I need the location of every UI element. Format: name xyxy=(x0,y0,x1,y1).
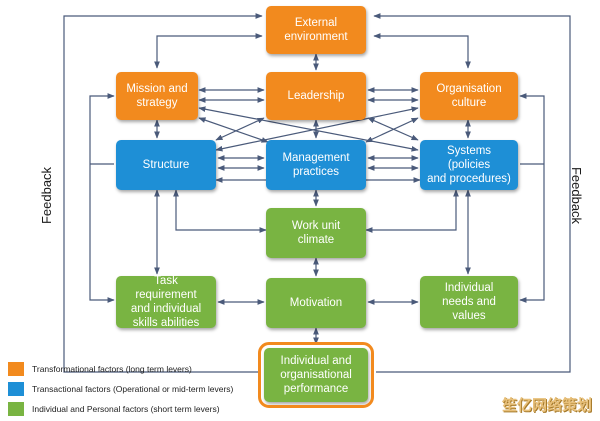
link-env-mission xyxy=(154,33,263,69)
link-mission-mgmt xyxy=(198,117,269,143)
node-label: Leadership xyxy=(287,90,345,102)
node-label: Motivation xyxy=(289,297,343,309)
node-label: Organisation culture xyxy=(436,83,502,109)
legend-label: Individual and Personal factors (short t… xyxy=(32,404,220,414)
node-motivation: Motivation xyxy=(266,278,366,328)
feedback-loop-right xyxy=(373,13,571,373)
legend-label: Transactional factors (Operational or mi… xyxy=(32,384,234,394)
feedback-loop-left xyxy=(63,13,263,373)
legend-swatch-orange xyxy=(8,362,24,376)
node-individual-performance: Individual and organisational performanc… xyxy=(258,342,374,408)
node-individual-needs: Individual needs and values xyxy=(420,276,518,328)
legend-item-individual: Individual and Personal factors (short t… xyxy=(8,402,220,416)
watermark: 笙亿网络策划 xyxy=(501,397,592,414)
legend-item-transactional: Transactional factors (Operational or mi… xyxy=(8,382,233,396)
node-label: Structure xyxy=(142,159,190,171)
node-mission-strategy: Mission and strategy xyxy=(116,72,198,120)
node-management-practices: Management practices xyxy=(266,140,366,190)
node-external-environment: External environment xyxy=(266,6,366,54)
node-label: Task requirement and individual skills a… xyxy=(130,275,202,329)
link-structure-climate xyxy=(173,189,267,233)
link-systems-climate xyxy=(365,189,459,233)
node-label: Work unit climate xyxy=(291,220,341,246)
link-culture-mgmt xyxy=(365,117,419,143)
legend-swatch-green xyxy=(8,402,24,416)
legend-item-transformational: Transformational factors (long term leve… xyxy=(8,362,192,376)
link-culture-structure xyxy=(215,106,419,152)
node-label: External environment xyxy=(284,17,348,43)
node-label: Mission and strategy xyxy=(126,83,188,109)
node-task-requirement: Task requirement and individual skills a… xyxy=(116,275,216,329)
node-label: Management practices xyxy=(282,152,350,178)
link-leadership-structure xyxy=(215,117,265,141)
feedback-label-right: Feedback xyxy=(569,166,585,225)
link-mission-task-left xyxy=(89,93,115,303)
legend-swatch-blue xyxy=(8,382,24,396)
link-env-culture xyxy=(373,33,471,69)
node-structure: Structure xyxy=(116,140,216,190)
legend-label: Transformational factors (long term leve… xyxy=(32,364,192,374)
node-label: Individual needs and values xyxy=(442,282,496,322)
node-label: Systems (policies and procedures) xyxy=(427,145,511,185)
node-systems: Systems (policies and procedures) xyxy=(420,140,518,190)
node-leadership: Leadership xyxy=(266,72,366,120)
node-label: Individual and organisational performanc… xyxy=(280,355,352,395)
node-work-unit-climate: Work unit climate xyxy=(266,208,366,258)
link-culture-needs-right xyxy=(519,93,545,303)
feedback-label-left: Feedback xyxy=(39,166,55,225)
node-organisation-culture: Organisation culture xyxy=(420,72,518,120)
